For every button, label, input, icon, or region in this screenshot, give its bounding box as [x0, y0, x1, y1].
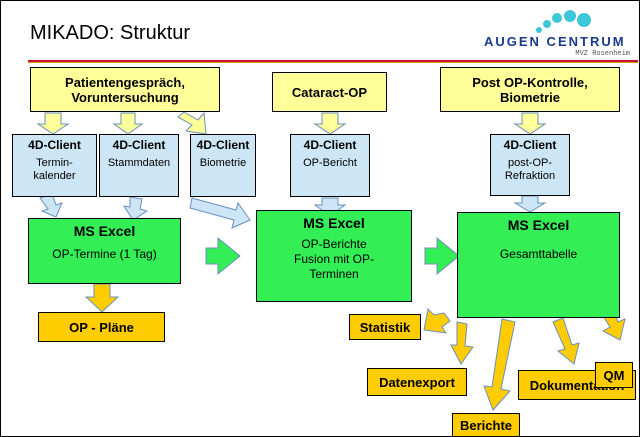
excel-title: MS Excel	[73, 223, 136, 239]
arrow-excel2-to-excel3-icon	[424, 236, 460, 276]
client-op-bericht: 4D-Client OP-Bericht	[290, 134, 370, 197]
client-stammdaten: 4D-Client Stammdaten	[99, 134, 179, 197]
excel-title: MS Excel	[507, 217, 570, 233]
client-text: post-OP-Refraktion	[504, 157, 556, 182]
input-postop-label: Post OP-Kontrolle, Biometrie	[472, 74, 588, 105]
output-label: Statistik	[359, 319, 411, 335]
input-post-op-kontrolle: Post OP-Kontrolle, Biometrie	[440, 67, 620, 112]
input-patientengespraech: Patientengespräch, Voruntersuchung	[30, 67, 220, 112]
arrow-to-statistik-icon	[423, 307, 451, 334]
arrow-postop-to-refraktion-icon	[513, 112, 547, 135]
excel-gesamttabelle: MS Excel Gesamttabelle	[457, 212, 620, 318]
client-text: Biometrie	[199, 157, 247, 169]
logo-text: AUGEN CENTRUM	[484, 34, 626, 49]
client-text: Termin-kalender	[33, 157, 76, 182]
arrow-patient-to-termin-icon	[36, 112, 70, 135]
client-post-op-refraktion: 4D-Client post-OP-Refraktion	[490, 134, 570, 196]
input-cataract-op: Cataract-OP	[272, 72, 387, 112]
arrow-excel1-to-plaene-icon	[84, 283, 120, 313]
augencentrum-logo: AUGEN CENTRUM MVZ Rosenheim	[484, 8, 634, 60]
output-qm: QM	[595, 362, 633, 388]
arrow-patient-to-bio-icon	[177, 111, 207, 135]
output-statistik: Statistik	[349, 314, 421, 340]
output-label: QM	[603, 367, 625, 383]
logo-subtitle: MVZ Rosenheim	[575, 50, 630, 58]
arrow-patient-to-stamm-icon	[112, 112, 144, 135]
title-rule-gold	[28, 62, 638, 63]
output-op-plaene: OP - Pläne	[38, 312, 165, 342]
excel-text: OP-Termine (1 Tag)	[52, 247, 157, 261]
slide-title: MIKADO: Struktur	[30, 22, 191, 44]
input-cataract-label: Cataract-OP	[291, 84, 368, 100]
client-title: 4D-Client	[503, 138, 557, 152]
excel-op-termine: MS Excel OP-Termine (1 Tag)	[28, 218, 181, 284]
output-datenexport: Datenexport	[367, 368, 467, 396]
excel-op-berichte-fusion: MS Excel OP-Berichte Fusion mit OP-Termi…	[256, 210, 412, 302]
arrow-excel1-to-excel2-icon	[205, 236, 241, 276]
arrow-to-berichte-icon	[483, 318, 516, 411]
excel-text: OP-Berichte Fusion mit OP-Terminen	[293, 237, 374, 281]
output-label: Berichte	[459, 417, 513, 433]
client-text: OP-Bericht	[303, 157, 357, 169]
arrow-stamm-to-excel-icon	[122, 196, 149, 221]
client-title: 4D-Client	[196, 138, 250, 152]
client-text: Stammdaten	[107, 157, 171, 169]
title-rule-red	[28, 60, 638, 62]
client-title: 4D-Client	[28, 138, 81, 152]
arrow-to-datenexport-icon	[450, 321, 474, 365]
output-label: OP - Pläne	[69, 319, 134, 335]
client-biometrie: 4D-Client Biometrie	[190, 134, 256, 197]
output-berichte: Berichte	[452, 413, 520, 437]
excel-title: MS Excel	[303, 215, 365, 231]
output-label: Datenexport	[379, 374, 455, 390]
excel-text: Gesamttabelle	[499, 247, 578, 261]
logo-dots-icon	[536, 10, 591, 33]
arrow-bio-to-excel2-icon	[189, 197, 251, 229]
client-title: 4D-Client	[112, 138, 166, 152]
client-title: 4D-Client	[303, 138, 357, 152]
arrow-cataract-to-opbericht-icon	[313, 112, 347, 135]
arrow-termin-to-excel-icon	[39, 193, 63, 218]
arrow-to-dokumentation-icon	[552, 317, 580, 365]
arrow-refraktion-to-excel3-icon	[513, 195, 547, 213]
client-terminkalender: 4D-Client Termin-kalender	[12, 134, 97, 197]
input-patient-label: Patientengespräch, Voruntersuchung	[65, 74, 185, 105]
